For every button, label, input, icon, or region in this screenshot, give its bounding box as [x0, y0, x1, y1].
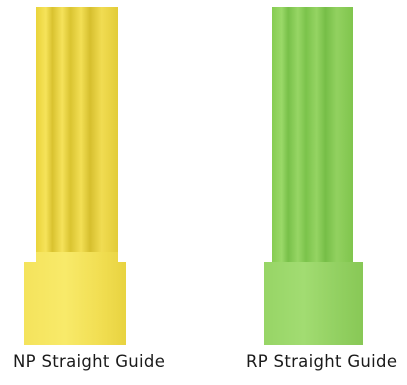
- rp-straight-guide-image: [264, 7, 363, 345]
- np-straight-guide-image: [24, 7, 126, 345]
- rp-straight-guide-label: RP Straight Guide: [246, 352, 398, 371]
- np-straight-guide-label: NP Straight Guide: [13, 352, 166, 371]
- product-rp-straight-guide: RP Straight Guide: [204, 0, 407, 385]
- product-np-straight-guide: NP Straight Guide: [13, 7, 166, 371]
- rp-guide-shaft: [272, 7, 353, 272]
- np-guide-shaft: [36, 7, 118, 272]
- rp-guide-base: [264, 262, 363, 345]
